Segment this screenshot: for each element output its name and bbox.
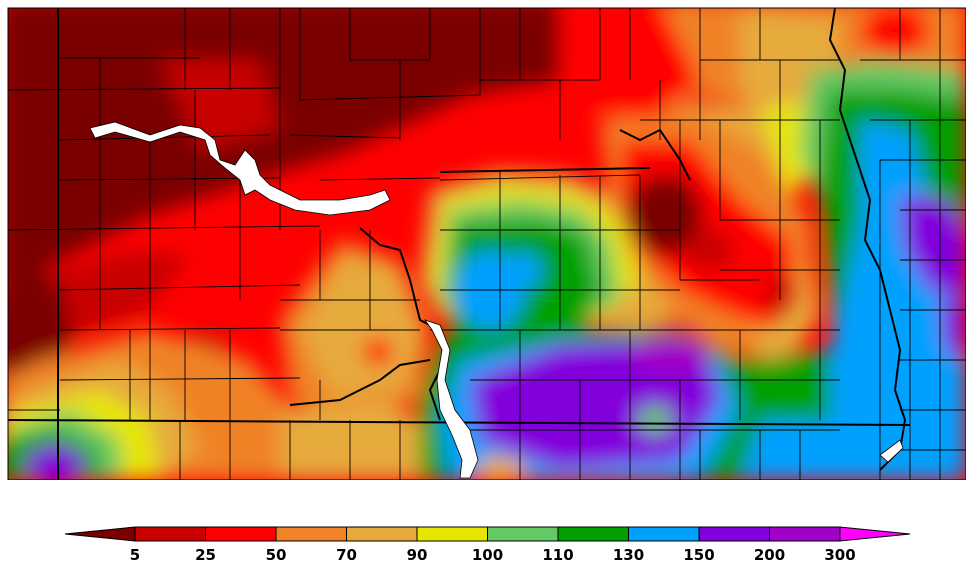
- legend-swatch: [557, 526, 629, 542]
- legend-tick-label: 25: [195, 546, 216, 564]
- legend-tick-label: 300: [824, 546, 855, 564]
- legend-labels: 5 25 50 70 90 100 110 130 150 200 300: [130, 546, 856, 564]
- water-body: [89, 121, 904, 479]
- state-boundaries: [8, 8, 911, 480]
- legend-swatch: [416, 526, 488, 542]
- legend-tick-label: 200: [754, 546, 785, 564]
- map-frame: [7, 7, 966, 480]
- legend-swatch: [205, 526, 277, 542]
- legend-swatch: [628, 526, 700, 542]
- legend-bar: [64, 526, 911, 542]
- legend-tick-label: 50: [266, 546, 287, 564]
- legend-tick-label: 110: [542, 546, 573, 564]
- precipitation-percent-map: [7, 7, 966, 480]
- legend-tick-label: 70: [336, 546, 357, 564]
- legend-swatch: [487, 526, 559, 542]
- legend-low-arrow: [64, 526, 136, 542]
- legend-swatch: [769, 526, 841, 542]
- legend-tick-label: 90: [407, 546, 428, 564]
- legend-tick-label: 150: [683, 546, 714, 564]
- legend-tick-label: 5: [130, 546, 140, 564]
- legend-swatch: [346, 526, 418, 542]
- legend-swatch: [275, 526, 347, 542]
- county-boundaries: [8, 8, 966, 480]
- legend-swatch: [134, 526, 206, 542]
- legend-high-arrow: [839, 526, 911, 542]
- legend-swatch: [698, 526, 770, 542]
- legend-tick-label: 130: [613, 546, 644, 564]
- legend-tick-label: 100: [472, 546, 503, 564]
